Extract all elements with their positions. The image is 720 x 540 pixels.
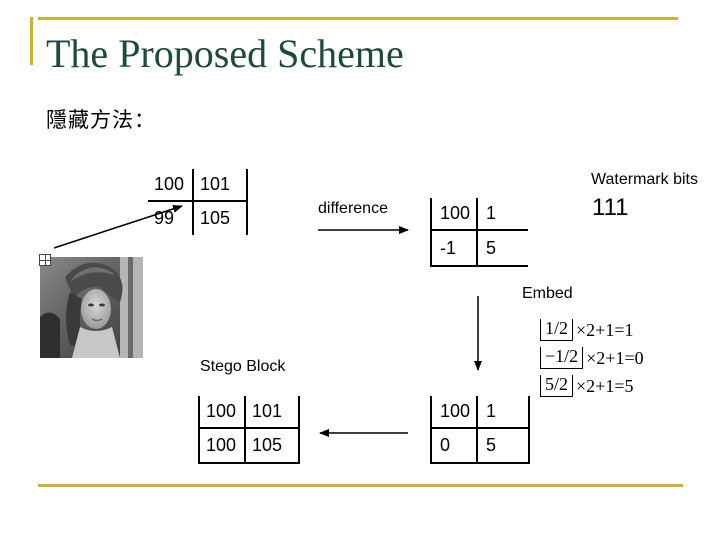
- original-block-cell: 99: [148, 202, 194, 235]
- formula-rest: ×2+1=0: [586, 347, 644, 368]
- embedded-difference-block-table: 100 1 0 5: [430, 396, 530, 464]
- embed-formula: 1/2 ×2+1=1: [540, 316, 644, 344]
- grayscale-portrait-photo: [40, 257, 143, 358]
- watermark-bits-value: 111: [592, 194, 629, 221]
- accent-rule-bottom: [38, 484, 683, 487]
- difference-block-cell: 100: [432, 198, 478, 231]
- original-block-table: 100 101 99 105: [148, 169, 248, 235]
- slide-subtitle: 隱藏方法：: [46, 108, 156, 132]
- stego-block-label: Stego Block: [200, 358, 286, 375]
- difference-block-cell: -1: [432, 231, 478, 265]
- embed-formula: −1/2 ×2+1=0: [540, 344, 644, 372]
- embed-formula: 5/2 ×2+1=5: [540, 372, 644, 400]
- formula-rest: ×2+1=1: [576, 319, 634, 340]
- stego-block-table: 100 101 100 105: [198, 396, 300, 464]
- original-block-cell: 101: [194, 169, 246, 202]
- stego-block-cell: 100: [200, 396, 246, 429]
- watermark-bits-label: Watermark bits: [591, 171, 698, 188]
- difference-block-cell: 1: [478, 198, 528, 231]
- embed-label: Embed: [522, 285, 573, 302]
- embedded-difference-cell: 100: [432, 396, 478, 429]
- embedded-difference-cell: 5: [486, 435, 497, 455]
- embed-formulas: 1/2 ×2+1=1 −1/2 ×2+1=0 5/2 ×2+1=5: [540, 316, 644, 400]
- accent-rule-top: [38, 17, 678, 20]
- embedded-difference-cell: 0: [432, 429, 478, 462]
- difference-label: difference: [318, 200, 388, 217]
- original-block-cell: 100: [148, 169, 194, 202]
- stego-block-cell: 100: [200, 429, 246, 462]
- accent-rule-left: [30, 17, 33, 65]
- embedded-difference-cell: 1: [478, 396, 528, 429]
- original-block-cell: 105: [200, 208, 231, 228]
- floor-expression: 5/2: [540, 375, 574, 397]
- slide-title: The Proposed Scheme: [46, 31, 404, 76]
- expand-icon[interactable]: [39, 254, 51, 266]
- stego-block-cell: 105: [252, 435, 283, 455]
- difference-block-cell: 5: [486, 237, 497, 258]
- stego-block-cell: 101: [246, 396, 298, 429]
- floor-expression: −1/2: [540, 347, 584, 369]
- floor-expression: 1/2: [540, 319, 574, 341]
- difference-block-table: 100 1 -1 5: [430, 198, 528, 267]
- formula-rest: ×2+1=5: [576, 375, 634, 396]
